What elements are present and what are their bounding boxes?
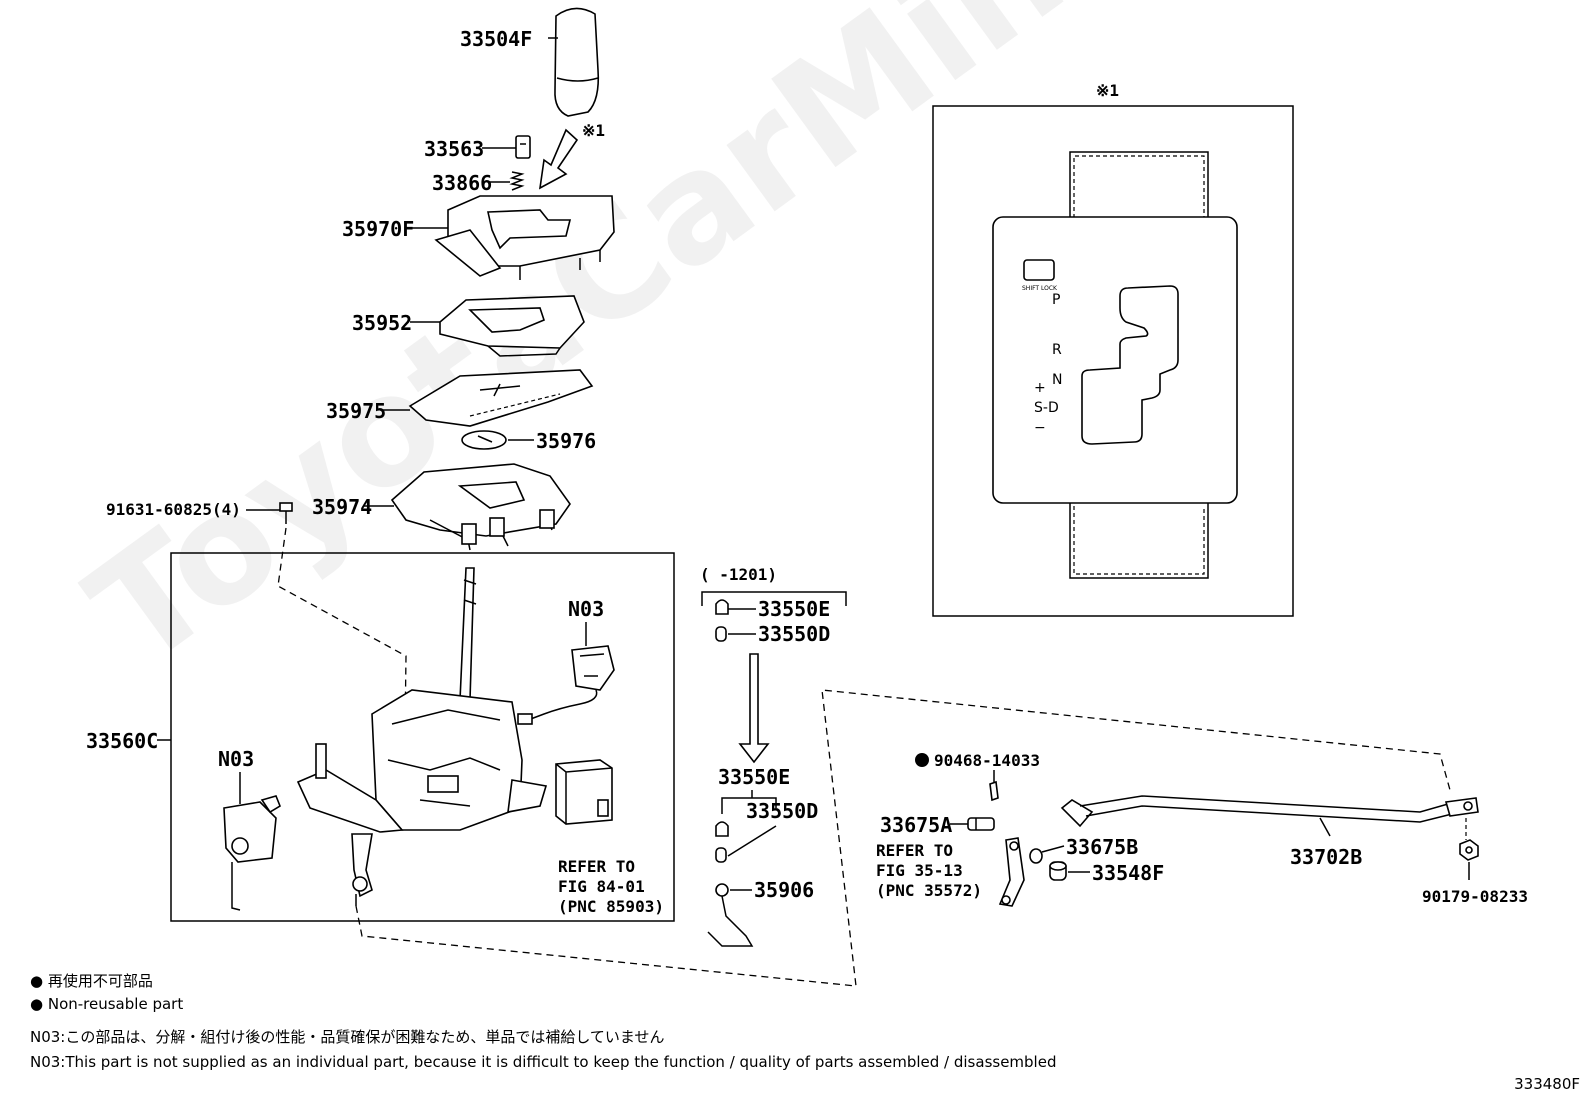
refer-35-line3: (PNC 35572)	[876, 881, 982, 900]
label-33550D-a: 33550D	[758, 622, 830, 646]
refer-84-line1: REFER TO	[558, 857, 635, 876]
label-33866: 33866	[432, 171, 492, 195]
label-33560C: 33560C	[86, 729, 158, 753]
label-90179: 90179-08233	[1422, 887, 1528, 906]
shift-lock-solenoid[interactable]	[517, 645, 615, 725]
gate-minus: −	[1034, 420, 1046, 436]
clip-90468[interactable]	[989, 780, 999, 802]
label-90468: 90468-14033	[934, 751, 1040, 770]
label-33550D-b: 33550D	[746, 799, 818, 823]
label-33675A: 33675A	[880, 813, 952, 837]
shift-gate-plate	[992, 151, 1238, 579]
figure-number: 333480F	[1514, 1075, 1580, 1093]
label-33504F: 33504F	[460, 27, 532, 51]
spring[interactable]	[509, 171, 525, 191]
gate-r: R	[1052, 342, 1062, 358]
label-n03-top: N03	[568, 597, 604, 621]
disc[interactable]	[461, 430, 507, 450]
refer-35-line2: FIG 35-13	[876, 861, 963, 880]
non-reusable-dot	[915, 753, 929, 767]
label-35976: 35976	[536, 429, 596, 453]
gate-n: N	[1052, 372, 1062, 388]
refer-84-line3: (PNC 85903)	[558, 897, 664, 916]
label-33675B: 33675B	[1066, 835, 1138, 859]
bushing-33548F[interactable]	[1049, 861, 1067, 881]
nut-90179[interactable]	[1459, 839, 1479, 861]
shift-button[interactable]	[515, 135, 531, 159]
inset-box	[932, 105, 1294, 617]
indicator-housing[interactable]	[434, 195, 615, 280]
date-range: ( -1201)	[700, 565, 777, 584]
legend-n03-en: N03:This part is not supplied as an indi…	[30, 1053, 1057, 1071]
refer-84-line2: FIG 84-01	[558, 877, 645, 896]
label-91631: 91631-60825(4)	[106, 500, 241, 519]
gate-plus: +	[1034, 380, 1046, 396]
label-35975: 35975	[326, 399, 386, 423]
shift-lever-assembly[interactable]	[296, 567, 548, 906]
label-35952: 35952	[352, 311, 412, 335]
label-33702B: 33702B	[1290, 845, 1362, 869]
plug-33550D-b[interactable]	[715, 847, 727, 863]
label-35970F: 35970F	[342, 217, 414, 241]
legend-n03-jp: N03:この部品は、分解・組付け後の性能・品質確保が困難なため、単品では補給して…	[30, 1028, 665, 1046]
shift-switch[interactable]	[223, 795, 281, 911]
lever-assembly-box	[170, 552, 675, 922]
label-35906: 35906	[754, 878, 814, 902]
reference-arrow	[538, 128, 579, 190]
label-33548F: 33548F	[1092, 861, 1164, 885]
bushing-33675B[interactable]	[1029, 848, 1043, 864]
label-33550E-b: 33550E	[718, 765, 790, 789]
shift-knob[interactable]	[554, 7, 600, 117]
label-n03-left: N03	[218, 747, 254, 771]
shift-lock-label: SHIFT LOCK	[1022, 285, 1058, 292]
indicator-plate[interactable]	[439, 295, 585, 357]
bolt-33675A[interactable]	[967, 817, 995, 831]
plug-33550E-b[interactable]	[715, 821, 729, 837]
cable-35906[interactable]	[707, 883, 754, 947]
shift-lock-button[interactable]	[1023, 259, 1055, 281]
gate-sd: S-D	[1034, 400, 1059, 416]
down-arrow	[738, 653, 770, 764]
arrow-ref-label: ※1	[582, 121, 605, 140]
gate-p: P	[1052, 292, 1060, 308]
lever-35572[interactable]	[998, 837, 1025, 907]
shift-bezel[interactable]	[390, 463, 571, 551]
legend-en-nonreusable: ● Non-reusable part	[30, 995, 184, 1013]
control-rod-33702B[interactable]	[1060, 795, 1479, 828]
refer-35-line1: REFER TO	[876, 841, 953, 860]
control-module[interactable]	[555, 759, 613, 825]
label-33563: 33563	[424, 137, 484, 161]
inset-label: ※1	[1096, 81, 1119, 100]
slide-cover[interactable]	[408, 369, 594, 427]
legend-jp-nonreusable: ● 再使用不可部品	[30, 972, 153, 990]
label-33550E-a: 33550E	[758, 597, 830, 621]
label-35974: 35974	[312, 495, 372, 519]
plug-33550E-a[interactable]	[715, 599, 729, 615]
screw[interactable]	[279, 502, 293, 524]
plug-33550D-a[interactable]	[715, 626, 727, 642]
